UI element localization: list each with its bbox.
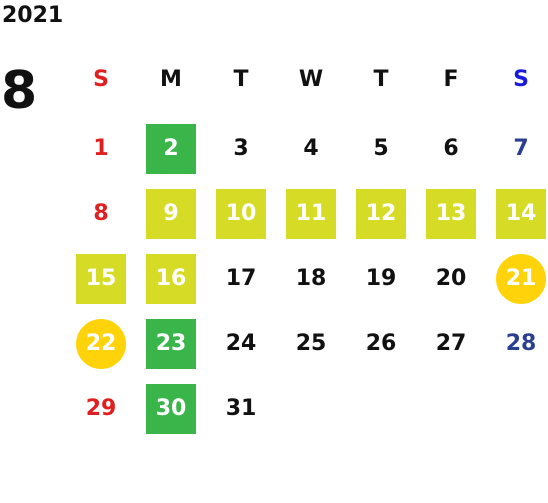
- day-cell[interactable]: 22: [76, 319, 126, 369]
- day-cell[interactable]: 30: [146, 384, 196, 434]
- day-cell[interactable]: 19: [365, 266, 397, 291]
- year-label: 2021: [2, 3, 64, 28]
- day-cell[interactable]: 17: [225, 266, 257, 291]
- day-cell[interactable]: 24: [225, 331, 257, 356]
- day-cell[interactable]: 25: [295, 331, 327, 356]
- day-cell[interactable]: 29: [85, 396, 117, 421]
- weekday-label: T: [233, 67, 249, 92]
- day-cell[interactable]: 6: [443, 136, 459, 161]
- day-cell[interactable]: 20: [435, 266, 467, 291]
- weekday-label: M: [160, 67, 182, 92]
- day-cell[interactable]: 23: [146, 319, 196, 369]
- day-cell[interactable]: 16: [146, 254, 196, 304]
- day-cell[interactable]: 11: [286, 189, 336, 239]
- day-cell[interactable]: 5: [373, 136, 389, 161]
- day-cell[interactable]: 26: [365, 331, 397, 356]
- weekday-label: S: [513, 67, 529, 92]
- day-cell[interactable]: 4: [303, 136, 319, 161]
- day-cell[interactable]: 3: [233, 136, 249, 161]
- weekday-label: S: [93, 67, 109, 92]
- month-label: 8: [1, 61, 38, 121]
- day-cell[interactable]: 9: [146, 189, 196, 239]
- day-cell[interactable]: 13: [426, 189, 476, 239]
- day-cell[interactable]: 18: [295, 266, 327, 291]
- weekday-label: F: [443, 67, 459, 92]
- weekday-label: T: [373, 67, 389, 92]
- day-cell[interactable]: 27: [435, 331, 467, 356]
- day-cell[interactable]: 31: [225, 396, 257, 421]
- day-cell[interactable]: 7: [513, 136, 529, 161]
- day-cell[interactable]: 15: [76, 254, 126, 304]
- day-cell[interactable]: 14: [496, 189, 546, 239]
- day-cell[interactable]: 10: [216, 189, 266, 239]
- day-cell[interactable]: 2: [146, 124, 196, 174]
- day-cell[interactable]: 8: [93, 201, 109, 226]
- day-cell[interactable]: 12: [356, 189, 406, 239]
- day-cell[interactable]: 1: [93, 136, 109, 161]
- weekday-label: W: [298, 67, 324, 92]
- day-cell[interactable]: 21: [496, 254, 546, 304]
- day-cell[interactable]: 28: [505, 331, 537, 356]
